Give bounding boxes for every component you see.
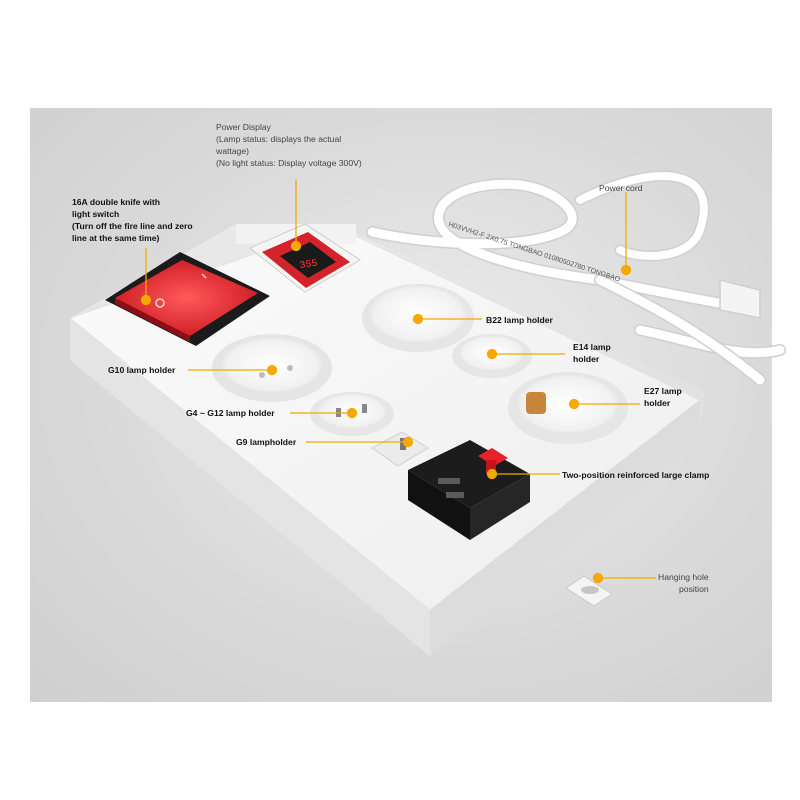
- hanging-line2: position: [679, 584, 709, 594]
- label-g10: G10 lamp holder: [108, 364, 175, 376]
- e27-line1: E27 lamp: [644, 386, 682, 396]
- power-display-title: Power Display: [216, 122, 271, 132]
- label-b22: B22 lamp holder: [486, 314, 553, 326]
- switch-line2: light switch: [72, 209, 120, 219]
- switch-line3: (Turn off the fire line and zero: [72, 221, 193, 231]
- label-hanging-hole: Hanging hole position: [658, 571, 709, 595]
- clamp-text: Two-position reinforced large clamp: [562, 470, 710, 480]
- large-clamp[interactable]: [408, 440, 530, 540]
- label-power-cord: Power cord: [599, 182, 642, 194]
- g4-g12-text: G4 ~ G12 lamp holder: [186, 408, 275, 418]
- power-display-line1: (Lamp status: displays the actual: [216, 134, 342, 144]
- b22-text: B22 lamp holder: [486, 315, 553, 325]
- label-power-display: Power Display (Lamp status: displays the…: [216, 121, 362, 169]
- power-display-line3: (No light status: Display voltage 300V): [216, 158, 362, 168]
- hanging-line1: Hanging hole: [658, 572, 709, 582]
- label-e27: E27 lamp holder: [644, 385, 682, 409]
- e27-socket: [508, 372, 628, 444]
- label-e14: E14 lamp holder: [573, 341, 611, 365]
- g9-socket: [371, 431, 429, 467]
- power-display: 355: [249, 223, 361, 293]
- power-cord-text: Power cord: [599, 183, 643, 193]
- svg-text:355: 355: [299, 259, 318, 272]
- label-g4-g12: G4 ~ G12 lamp holder: [186, 407, 275, 419]
- e27-line2: holder: [644, 398, 671, 408]
- g10-text: G10 lamp holder: [108, 365, 176, 375]
- e14-line2: holder: [573, 354, 600, 364]
- e14-line1: E14 lamp: [573, 342, 611, 352]
- label-clamp: Two-position reinforced large clamp: [562, 469, 709, 481]
- switch-line1: 16A double knife with: [72, 197, 161, 207]
- label-g9: G9 lampholder: [236, 436, 296, 448]
- callouts: [140, 180, 656, 584]
- g9-text: G9 lampholder: [236, 437, 297, 447]
- hanging-hole: [565, 575, 613, 607]
- switch-line4: line at the same time): [72, 233, 160, 243]
- label-switch: 16A double knife with light switch (Turn…: [72, 196, 193, 244]
- power-display-line2: wattage): [216, 146, 249, 156]
- power-cord: [366, 170, 786, 386]
